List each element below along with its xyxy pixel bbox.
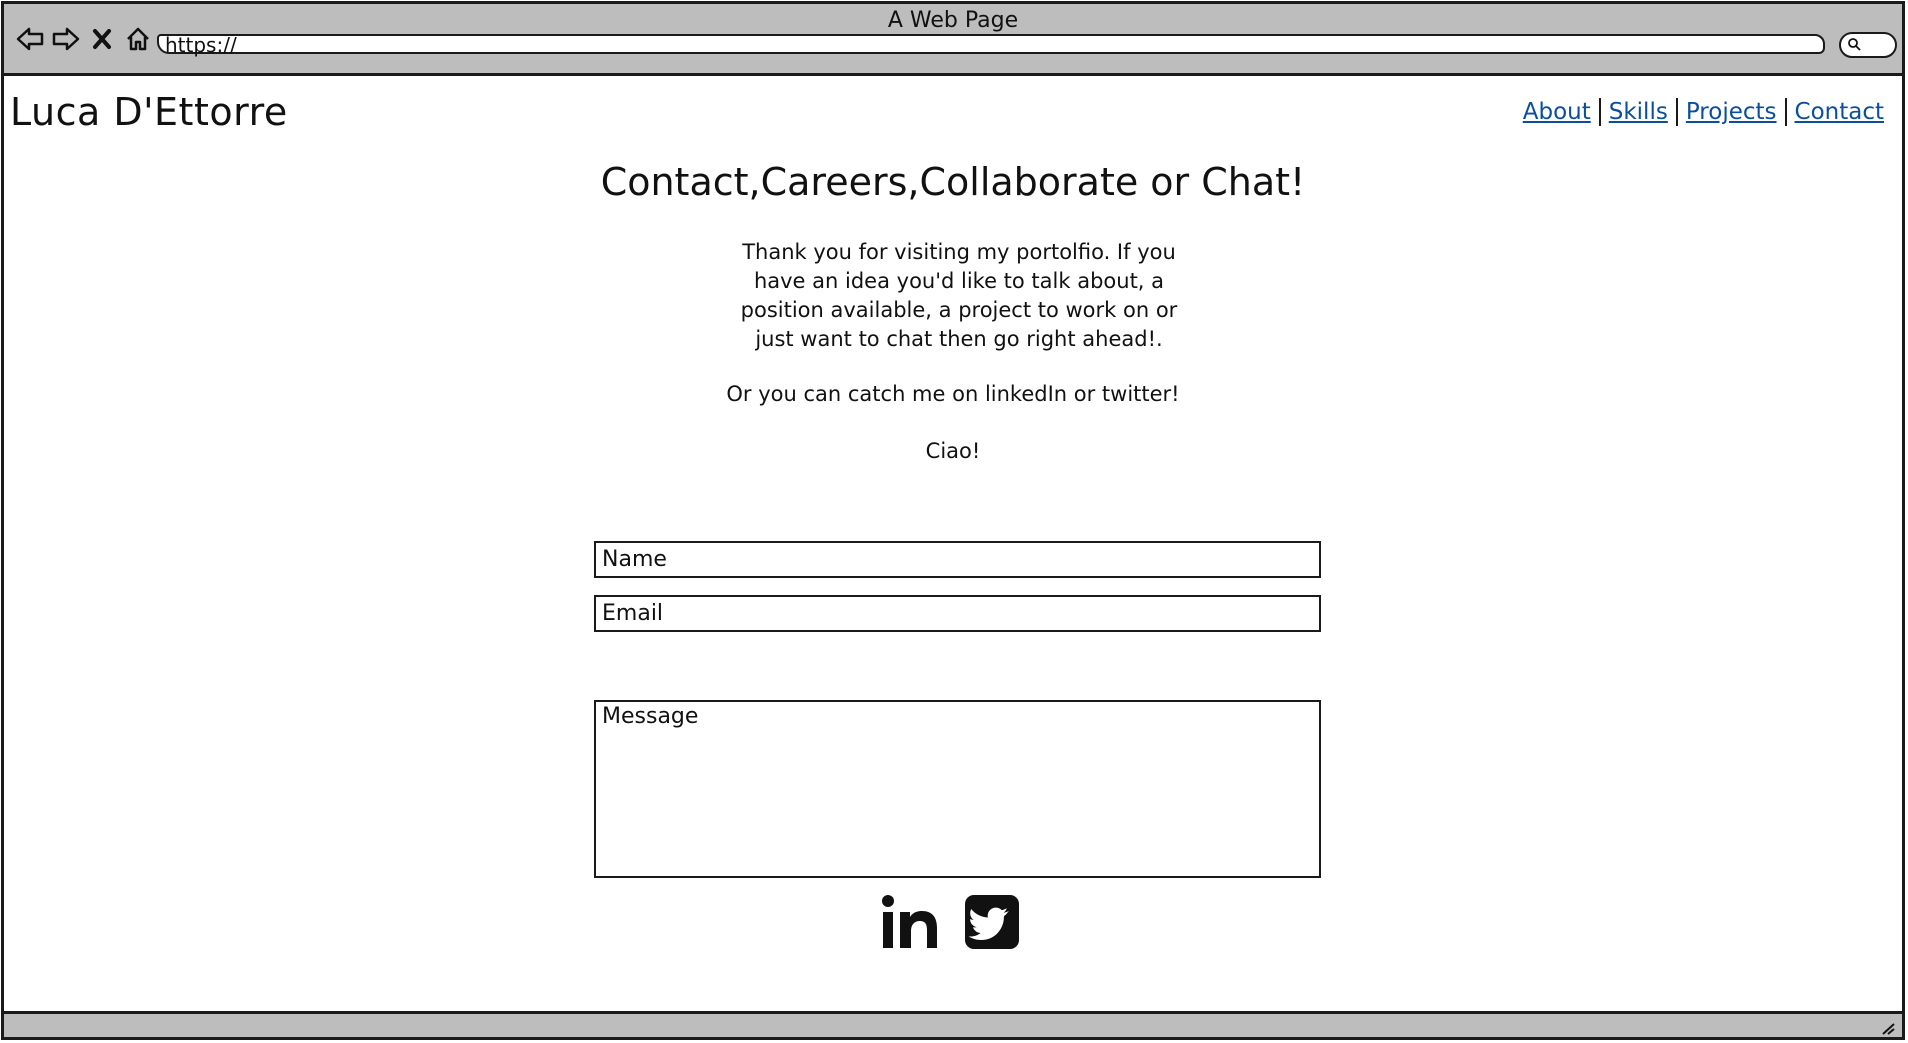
nav-separator xyxy=(1675,98,1678,126)
page-title: Contact,Careers,Collaborate or Chat! xyxy=(600,160,1306,204)
twitter-icon[interactable] xyxy=(964,894,1020,950)
signoff-text: Ciao! xyxy=(925,439,981,463)
address-bar[interactable]: https:// xyxy=(157,33,1825,57)
nav-link-about[interactable]: About xyxy=(1522,99,1591,125)
page-content: Luca D'Ettorre About Skills Projects Con… xyxy=(4,76,1902,1011)
arrow-right-icon xyxy=(52,27,80,51)
address-text: https:// xyxy=(165,33,237,57)
back-button[interactable] xyxy=(16,24,44,54)
site-brand[interactable]: Luca D'Ettorre xyxy=(10,90,288,134)
name-field[interactable] xyxy=(594,541,1321,578)
browser-nav-buttons xyxy=(16,24,152,54)
intro-text: Thank you for visiting my portolfio. If … xyxy=(740,240,1178,351)
browser-statusbar xyxy=(4,1011,1902,1037)
nav-link-skills[interactable]: Skills xyxy=(1608,99,1668,125)
linkedin-icon[interactable] xyxy=(880,894,940,950)
nav-separator xyxy=(1784,98,1787,126)
forward-button[interactable] xyxy=(52,24,80,54)
email-field[interactable] xyxy=(594,595,1321,632)
top-nav: About Skills Projects Contact xyxy=(1515,98,1892,126)
search-icon xyxy=(1848,38,1861,51)
arrow-left-icon xyxy=(16,27,44,51)
social-links xyxy=(880,894,1020,950)
social-note: Or you can catch me on linkedIn or twitt… xyxy=(726,382,1180,406)
nav-link-contact[interactable]: Contact xyxy=(1794,99,1884,125)
browser-search-box[interactable] xyxy=(1839,32,1897,58)
window-title: A Web Page xyxy=(887,8,1019,33)
nav-link-projects[interactable]: Projects xyxy=(1685,99,1777,125)
browser-titlebar: A Web Page xyxy=(4,4,1902,76)
home-icon xyxy=(127,27,149,51)
close-icon xyxy=(93,29,111,49)
home-button[interactable] xyxy=(124,24,152,54)
resize-grip-icon[interactable] xyxy=(1880,1021,1896,1035)
stop-button[interactable] xyxy=(88,24,116,54)
nav-separator xyxy=(1598,98,1601,126)
message-field[interactable] xyxy=(594,700,1321,878)
